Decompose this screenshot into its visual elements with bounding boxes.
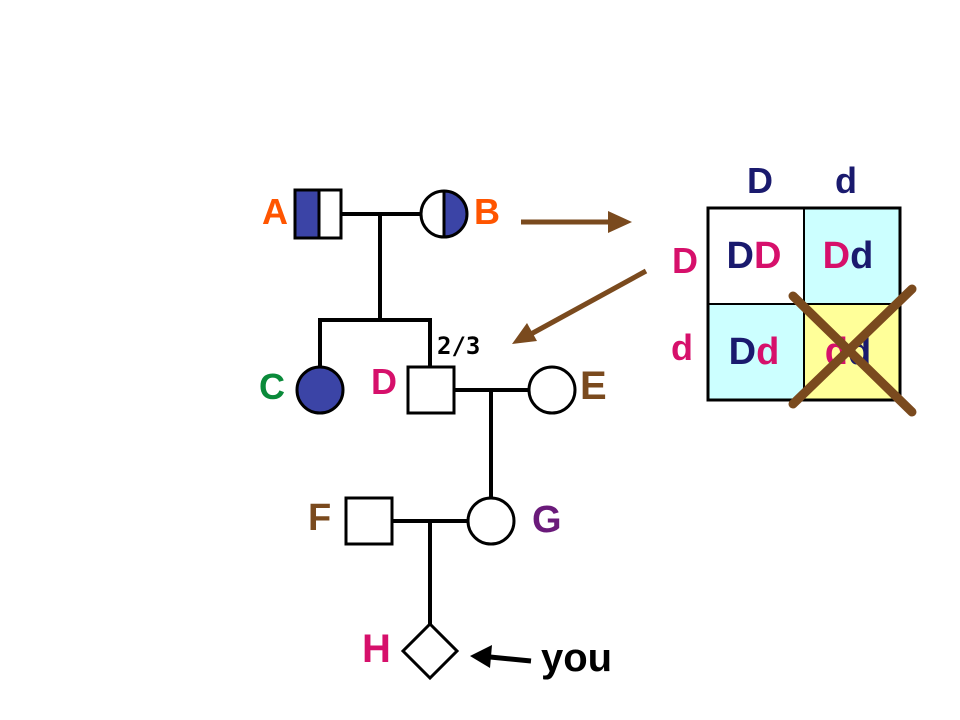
probability-label: 2/3 <box>437 332 480 360</box>
label-H: H <box>362 627 391 671</box>
allele-paternal: D <box>727 235 754 277</box>
arrow-head-icon <box>470 645 492 668</box>
label-G: G <box>532 499 562 541</box>
label-D: D <box>371 361 397 402</box>
individual-C <box>295 365 345 415</box>
cell-r1-c1: DD <box>727 235 782 277</box>
individual-A <box>293 188 343 240</box>
you-label: you <box>541 636 612 680</box>
cell-DD-bg <box>708 208 804 304</box>
allele-maternal: d <box>756 331 779 373</box>
label-E: E <box>580 364 607 408</box>
arrow-head-icon <box>512 323 537 344</box>
label-F: F <box>308 497 331 539</box>
cell-Dd-bg <box>804 208 900 304</box>
individual-E <box>527 365 577 415</box>
label-B: B <box>474 191 500 232</box>
label-A: A <box>262 191 288 232</box>
allele-maternal: D <box>754 235 781 277</box>
arrow-shaft-to-D <box>529 268 648 337</box>
punnett-square: D d D d DD Dd Dd dd <box>671 160 917 417</box>
individual-F <box>344 496 394 546</box>
allele-maternal: D <box>823 235 850 277</box>
affected-half-fill <box>295 190 319 238</box>
arrow-shaft-to-H <box>489 654 532 664</box>
arrow-head-icon <box>608 211 632 233</box>
col-header-D: D <box>747 160 773 201</box>
individual-H <box>400 621 460 681</box>
individual-G <box>466 496 516 546</box>
label-C: C <box>259 366 285 407</box>
row-header-D: D <box>672 240 698 281</box>
cross-out-icon <box>788 291 917 417</box>
cell-Dd-bg <box>708 304 804 400</box>
col-header-d: d <box>835 160 857 201</box>
allele-paternal: D <box>729 331 756 373</box>
row-header-d: d <box>671 327 693 368</box>
cell-r1-c2: Dd <box>823 235 874 277</box>
individual-D <box>406 365 456 415</box>
cell-r2-c1: Dd <box>729 331 780 373</box>
cross-out-icon <box>788 284 917 409</box>
affected-half-fill <box>444 191 467 237</box>
individual-B <box>419 189 469 239</box>
allele-paternal: d <box>850 235 873 277</box>
